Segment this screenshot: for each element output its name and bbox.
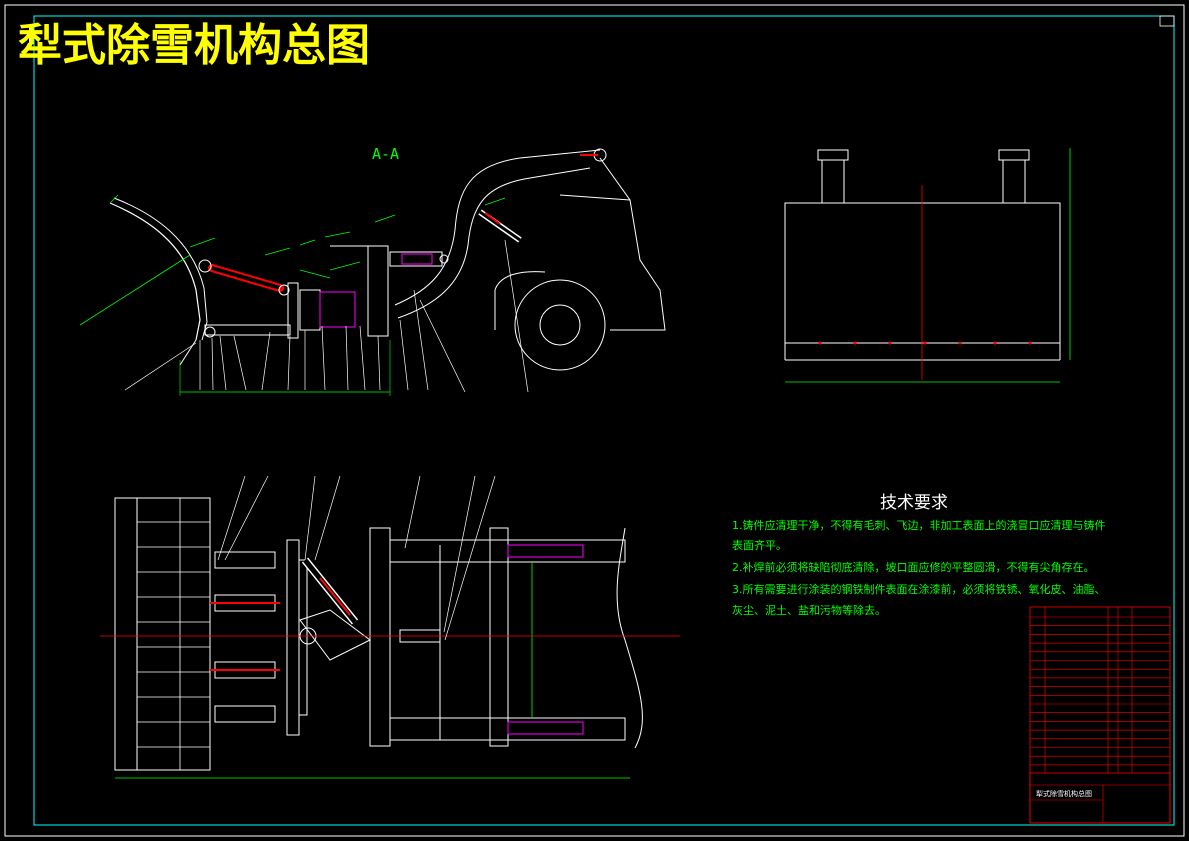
front-mount-left — [821, 159, 845, 204]
vehicle-wheel — [514, 279, 606, 371]
title-block-drawing-name: 犁式除雪机构总图 — [1036, 789, 1092, 798]
blade-angle-line — [79, 254, 191, 326]
parts-list-table: 犁式除雪机构总图 — [1029, 606, 1171, 824]
mount-flange — [319, 291, 356, 328]
tech-heading: 技术要求 — [880, 493, 948, 513]
tech-line-5: 灰尘、泥土、盐和污物等除去。 — [732, 603, 886, 617]
plan-link — [299, 609, 371, 661]
plan-frame-plate — [369, 527, 391, 747]
blade-tip-mark — [109, 194, 119, 204]
lift-arm — [394, 149, 601, 306]
lift-cylinder — [389, 251, 443, 267]
mount-plate — [287, 282, 299, 339]
tilt-cylinder — [198, 259, 290, 296]
push-rod-pin — [204, 326, 216, 338]
title-block — [1029, 772, 1171, 824]
plan-vehicle-outline — [616, 527, 643, 749]
plan-mount-plate — [286, 539, 300, 736]
tech-line-2: 表面齐平。 — [732, 538, 787, 552]
mount-block — [299, 289, 321, 331]
blade-front — [784, 202, 1061, 344]
plan-cylinders — [210, 551, 280, 723]
plan-view — [100, 475, 680, 779]
tech-line-4: 3.所有需要进行涂装的钢铁制件表面在涂漆前，必须将铁锈、氧化皮、油脂、 — [732, 582, 1106, 596]
vertical-frame — [367, 245, 389, 337]
corner-mark — [1159, 15, 1175, 27]
wheel-hub — [539, 304, 581, 346]
section-leaders — [124, 239, 529, 393]
vehicle-body — [599, 157, 666, 331]
front-view — [784, 148, 1071, 383]
drawing-title: 犁式除雪机构总图 — [18, 20, 370, 71]
blade-plan — [114, 497, 211, 771]
blade-edge — [179, 339, 197, 366]
plow-blade-outer — [109, 202, 201, 341]
outer-border — [4, 4, 1185, 837]
tech-line-1: 1.铸件应清理干净，不得有毛刺、飞边，非加工表面上的浇冒口应清理与铸件 — [732, 518, 1106, 532]
tech-requirements: 技术要求 1.铸件应清理干净，不得有毛刺、飞边，非加工表面上的浇冒口应清理与铸件… — [732, 493, 1106, 617]
section-dim-marks — [189, 197, 506, 279]
section-label: A-A — [372, 145, 399, 163]
front-mount-right — [1002, 159, 1026, 204]
tech-line-3: 2.补焊前必须将缺陷彻底清除，坡口面应修的平整圆滑，不得有尖角存在。 — [732, 560, 1095, 574]
push-rod — [204, 324, 291, 336]
inner-border — [33, 15, 1175, 826]
section-view-aa: A-A — [79, 145, 666, 396]
plan-leaders — [217, 475, 496, 641]
plow-blade-inner — [113, 197, 208, 341]
